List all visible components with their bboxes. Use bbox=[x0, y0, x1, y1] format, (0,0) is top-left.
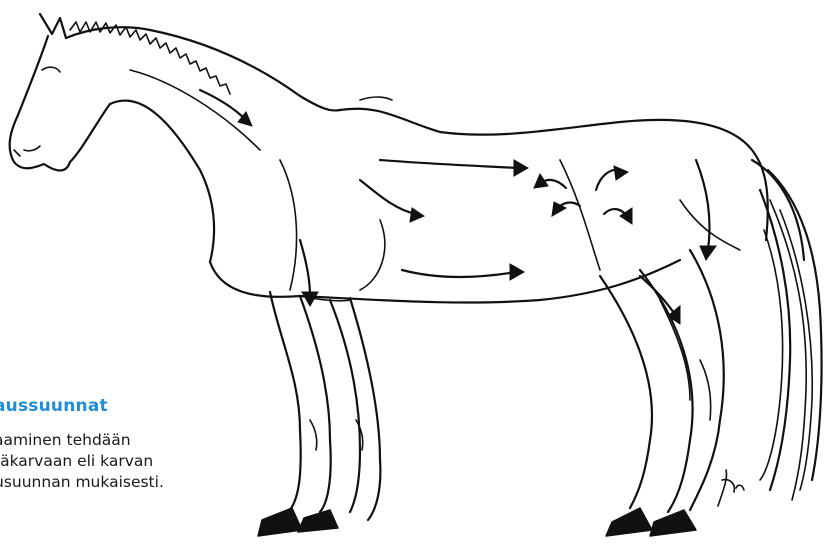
caption-block: aussuunnat aaminen tehdään täkarvaan eli… bbox=[0, 396, 274, 493]
horse-head bbox=[10, 14, 110, 171]
caption-line: täkarvaan eli karvan bbox=[0, 451, 274, 472]
horse-hooves bbox=[258, 508, 696, 536]
artist-signature bbox=[718, 470, 744, 506]
horse-neck bbox=[110, 70, 260, 262]
horse-back bbox=[340, 97, 804, 260]
caption-title: aussuunnat bbox=[0, 396, 274, 416]
horse-front-legs bbox=[270, 292, 380, 520]
horse-mane bbox=[66, 22, 340, 110]
horse-tail bbox=[760, 170, 822, 500]
caption-line: aaminen tehdään bbox=[0, 430, 274, 451]
caption-line: usuunnan mukaisesti. bbox=[0, 472, 274, 493]
caption-text: aaminen tehdään täkarvaan eli karvan usu… bbox=[0, 430, 274, 493]
hair-direction-arrows bbox=[200, 90, 716, 324]
horse-hind-legs bbox=[600, 250, 724, 512]
horse-belly bbox=[210, 160, 740, 303]
